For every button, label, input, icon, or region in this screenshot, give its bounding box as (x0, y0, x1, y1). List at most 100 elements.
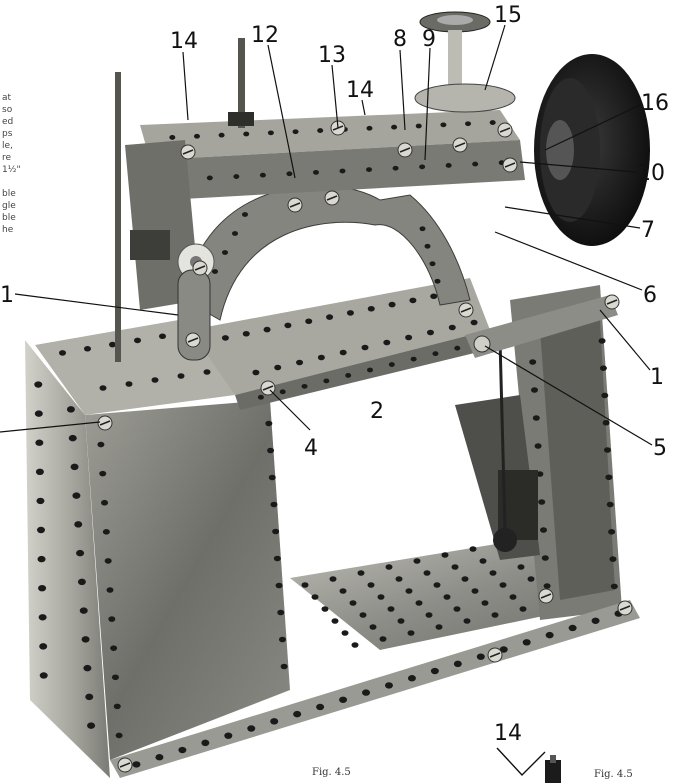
perforation-hole (178, 746, 187, 754)
perforation-hole (481, 600, 489, 606)
perforation-hole (339, 588, 347, 594)
perforation-hole (110, 645, 118, 651)
perforation-hole (448, 324, 456, 331)
perforation-hole (419, 164, 426, 170)
perforation-hole (367, 582, 375, 588)
perforation-hole (522, 639, 531, 646)
perforation-hole (272, 528, 280, 535)
side-text-line: le, (2, 141, 13, 151)
perforation-hole (469, 546, 477, 552)
perforation-hole (387, 606, 395, 612)
perforation-hole (321, 606, 329, 612)
callout-4: 4 (304, 436, 318, 461)
callout-8: 8 (393, 27, 407, 52)
perforation-hole (265, 420, 273, 427)
perforation-hole (599, 365, 607, 371)
perforation-hole (424, 243, 431, 249)
bolt-slot (99, 420, 111, 426)
perforation-hole (461, 576, 469, 582)
perforation-hole (598, 338, 606, 344)
perforation-hole (384, 682, 393, 689)
perforation-hole (529, 359, 537, 365)
bolt-slot (454, 142, 466, 148)
bolt-slot (194, 265, 206, 271)
front-plate (85, 400, 290, 760)
perforation-hole (37, 526, 45, 534)
perforation-hole (604, 447, 611, 453)
perforation-hole (346, 310, 354, 316)
callout-16: 16 (641, 91, 669, 116)
perforation-hole (111, 674, 119, 681)
perforation-hole (66, 406, 75, 413)
perforation-hole (36, 497, 45, 505)
perforation-hole (305, 318, 313, 325)
perforation-hole (415, 123, 422, 129)
callout-14-top-left: 14 (170, 29, 198, 54)
side-text-line: gle (2, 201, 16, 211)
perforation-hole (601, 392, 609, 399)
perforation-hole (270, 718, 279, 725)
perforation-hole (134, 337, 141, 344)
perforation-hole (405, 588, 413, 594)
callout-13: 13 (318, 43, 346, 68)
perforation-hole (489, 570, 497, 576)
perforation-hole (367, 305, 375, 312)
side-text-line: ed (2, 117, 13, 127)
perforation-hole (445, 163, 452, 168)
perforation-hole (351, 642, 359, 648)
perforation-hole (441, 552, 449, 558)
bed-plate (190, 278, 495, 410)
perforation-hole (275, 582, 283, 589)
perforation-hole (383, 339, 391, 346)
callout-1-right: 1 (650, 365, 664, 390)
perforation-hole (425, 612, 433, 618)
perforation-hole (369, 624, 377, 630)
perforation-hole (38, 584, 47, 592)
perforation-hole (405, 334, 413, 341)
perforation-hole (132, 761, 141, 768)
perforation-hole (407, 675, 416, 682)
perforation-hole (97, 441, 105, 448)
perforation-hole (268, 474, 276, 481)
perforation-hole (377, 594, 385, 600)
perforation-hole (104, 558, 112, 564)
perforation-hole (527, 576, 535, 582)
perforation-hole (472, 161, 479, 167)
perforation-hole (34, 381, 43, 388)
side-text-line: ps (2, 129, 13, 139)
perforation-hole (609, 556, 617, 562)
perforation-hole (610, 583, 618, 590)
bolt-slot (289, 202, 301, 208)
perforation-hole (99, 385, 107, 391)
perforation-hole (280, 663, 288, 670)
perforation-hole (267, 447, 275, 454)
perforation-hole (357, 570, 365, 576)
perforation-hole (606, 501, 614, 508)
bolt-slot (619, 605, 631, 611)
perforation-hole (453, 606, 461, 612)
perforation-hole (409, 297, 417, 304)
motor-unit (455, 339, 540, 560)
perforation-hole (83, 664, 92, 672)
perforation-hole (499, 582, 507, 588)
perforation-hole (359, 612, 367, 618)
perforation-hole (568, 624, 577, 632)
perforation-hole (77, 578, 86, 586)
perforation-hole (479, 558, 487, 564)
perforation-hole (242, 212, 248, 217)
perforation-hole (465, 121, 472, 127)
perforation-hole (273, 555, 281, 562)
bolt-slot (606, 299, 618, 305)
figure-caption: Fig. 4.5 (312, 767, 351, 778)
perforation-hole (545, 631, 554, 639)
perforation-hole (541, 555, 549, 561)
perforation-hole (218, 132, 225, 138)
perforation-hole (470, 319, 478, 326)
perforation-hole (326, 314, 334, 320)
perforation-hole (591, 617, 600, 624)
perforation-hole (392, 165, 399, 171)
flywheel (534, 54, 650, 246)
perforation-hole (543, 583, 551, 589)
perforation-hole (274, 364, 282, 371)
perforation-hole (451, 564, 459, 570)
